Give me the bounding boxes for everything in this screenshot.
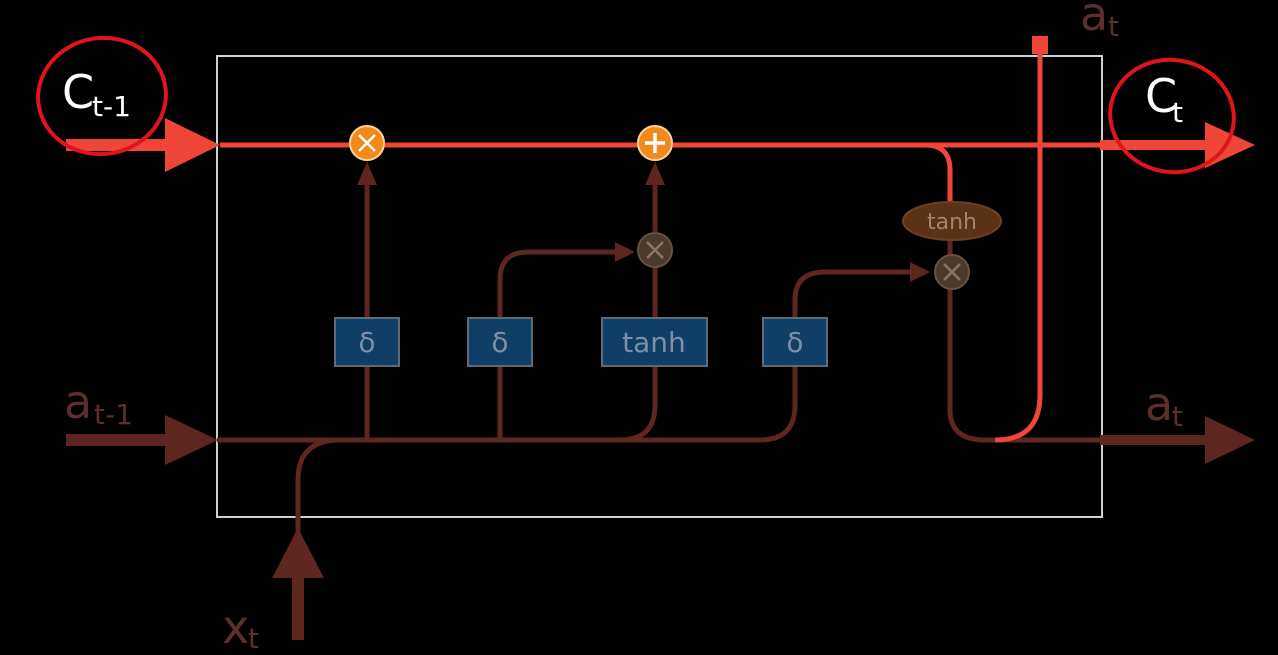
candidate-gate-label: tanh xyxy=(622,326,686,359)
a-top-label: a t xyxy=(1080,0,1119,43)
cell-box xyxy=(216,55,1103,518)
cell-add-op xyxy=(637,125,673,161)
x-input-sub: t xyxy=(248,622,259,655)
x-input-line xyxy=(295,437,341,640)
a-prev-main: a xyxy=(64,375,92,429)
c-next-sub: t xyxy=(1172,96,1183,129)
a-next-main: a xyxy=(1145,377,1173,431)
x-input-main: x xyxy=(222,600,249,654)
c-next-label: C t xyxy=(1145,69,1183,129)
output-gate-label: δ xyxy=(786,326,803,359)
candidate-gate: tanh xyxy=(601,317,708,367)
a-next-sub: t xyxy=(1172,400,1183,433)
a-prev-label: a t-1 xyxy=(64,375,133,431)
forget-multiply-op xyxy=(349,125,385,161)
hidden-out-arrowhead xyxy=(1205,416,1255,464)
x-input-arrowhead xyxy=(272,528,324,578)
output-up-line xyxy=(994,40,1043,443)
forget-gate-label: δ xyxy=(358,326,375,359)
output-down-line xyxy=(947,288,1215,443)
a-top-main: a xyxy=(1080,0,1108,41)
hidden-in-arrowhead xyxy=(165,415,218,465)
c-prev-sub: t-1 xyxy=(92,90,131,123)
c-next-main: C xyxy=(1145,69,1177,123)
cell-to-tanh-branch xyxy=(924,142,953,205)
a-prev-sub: t-1 xyxy=(94,398,133,431)
input-gate-label: δ xyxy=(491,326,508,359)
input-gate-line xyxy=(497,249,620,440)
forget-gate: δ xyxy=(334,317,400,367)
c-prev-main: C xyxy=(62,65,94,119)
output-gate: δ xyxy=(762,317,828,367)
a-top-sub: t xyxy=(1108,10,1119,43)
output-multiply-op xyxy=(934,254,970,290)
a-next-label: a t xyxy=(1145,377,1183,433)
cell-tanh-label: tanh xyxy=(927,210,977,235)
cell-state-in-arrowhead xyxy=(165,118,220,172)
c-next-highlight-circle xyxy=(1108,57,1236,175)
candidate-line xyxy=(619,268,658,443)
x-input-label: x t xyxy=(222,600,259,655)
input-multiply-op xyxy=(637,232,673,268)
cell-tanh-oval: tanh xyxy=(902,201,1002,241)
input-gate: δ xyxy=(467,317,533,367)
c-prev-label: C t-1 xyxy=(62,65,131,123)
c-prev-highlight-circle xyxy=(36,35,168,157)
